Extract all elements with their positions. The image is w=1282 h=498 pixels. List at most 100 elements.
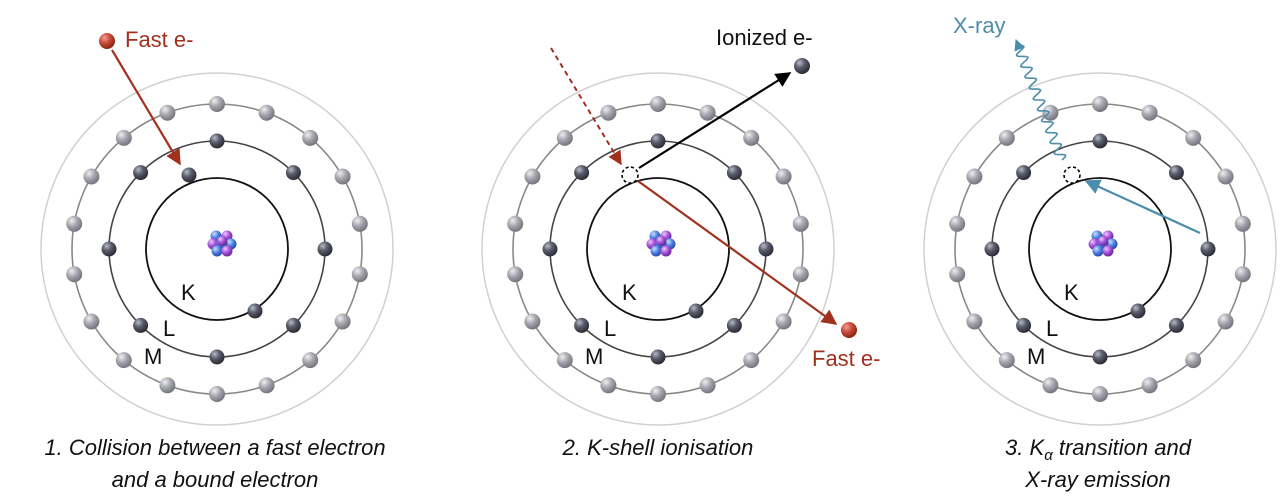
shell-electron: [792, 266, 809, 283]
shell-electron: [743, 129, 760, 146]
shell-electron: [334, 168, 351, 185]
panel-3: X-ray K L M 3. Kα transition and X-ray e…: [923, 13, 1277, 492]
shell-electron: [507, 215, 524, 232]
shell-electron: [1168, 165, 1184, 181]
caption-subscript: α: [1044, 447, 1053, 464]
shell-m-label: M: [585, 344, 603, 369]
shell-k-label: K: [181, 280, 196, 305]
shell-electron: [101, 241, 117, 257]
caption-suffix: transition and: [1053, 435, 1192, 460]
nucleus-icon: [207, 230, 237, 257]
shell-k-orbit: [1028, 177, 1172, 321]
shell-electron: [650, 386, 666, 402]
shell-electron: [650, 349, 666, 365]
shell-electron: [302, 129, 319, 146]
panel-2: Ionized e- Fast e- K L M 2. K-shell ioni…: [481, 25, 880, 460]
shell-k-orbit: [145, 177, 289, 321]
k-electron: [247, 303, 263, 319]
scattered-electron-label: Fast e-: [812, 346, 880, 371]
shell-electron: [574, 317, 590, 333]
m-shell-electrons: [507, 96, 809, 402]
incoming-electron-path: [550, 47, 622, 166]
incoming-electron-arrow: [111, 49, 181, 166]
caption-line-2: X-ray emission: [1024, 467, 1170, 492]
shell-electron: [334, 313, 351, 330]
shell-electron: [1168, 317, 1184, 333]
shell-m-label: M: [144, 344, 162, 369]
shell-k-orbit: [586, 177, 730, 321]
shell-electron: [83, 168, 100, 185]
shell-electron: [743, 352, 760, 369]
k-vacancy-icon: [621, 166, 639, 184]
shell-electron: [984, 241, 1000, 257]
shell-electron: [115, 352, 132, 369]
ionized-electron-arrow: [638, 72, 792, 169]
shell-l-label: L: [163, 316, 175, 341]
m-shell-electrons: [66, 96, 368, 402]
shell-electron: [574, 165, 590, 181]
xray-label: X-ray: [953, 13, 1006, 38]
shell-electron: [1200, 241, 1216, 257]
incoming-fast-electron: [99, 33, 115, 49]
shell-electron: [209, 133, 225, 149]
atom-boundary: [40, 72, 394, 426]
shell-electron: [1042, 377, 1059, 394]
k-electron: [688, 303, 704, 319]
nucleus-icon: [646, 230, 676, 257]
shell-electron: [1042, 104, 1059, 121]
ionized-electron: [794, 58, 810, 74]
shell-electron: [66, 266, 83, 283]
l-shell-electrons: [542, 133, 774, 365]
incoming-electron-label: Fast e-: [125, 27, 193, 52]
caption-line-1: 3. Kα transition and: [1005, 435, 1192, 464]
shell-electron: [209, 96, 225, 112]
panel-1: Fast e- K L M 1. Collision between a fas…: [40, 27, 394, 492]
shell-electron: [792, 215, 809, 232]
shell-electron: [159, 104, 176, 121]
shell-electron: [1092, 386, 1108, 402]
shell-electron: [1217, 313, 1234, 330]
shell-electron: [351, 215, 368, 232]
shell-electron: [1141, 377, 1158, 394]
shell-electron: [66, 215, 83, 232]
shell-electron: [699, 104, 716, 121]
ionized-electron-label: Ionized e-: [716, 25, 813, 50]
shell-electron: [998, 352, 1015, 369]
shell-electron: [949, 215, 966, 232]
caption-prefix: 3. K: [1005, 435, 1045, 460]
shell-electron: [317, 241, 333, 257]
shell-electron: [1016, 317, 1032, 333]
shell-electron: [1234, 266, 1251, 283]
m-shell-electrons: [949, 96, 1251, 402]
shell-electron: [1141, 104, 1158, 121]
shell-l-label: L: [1046, 316, 1058, 341]
atom-boundary: [481, 72, 835, 426]
nucleus-icon: [1088, 230, 1118, 257]
shell-electron: [775, 313, 792, 330]
shell-electron: [258, 377, 275, 394]
caption-line-2: and a bound electron: [112, 467, 319, 492]
shell-l-label: L: [604, 316, 616, 341]
shell-electron: [726, 165, 742, 181]
shell-electron: [209, 386, 225, 402]
shell-m-label: M: [1027, 344, 1045, 369]
scattered-electron-arrow: [637, 180, 838, 325]
shell-electron: [351, 266, 368, 283]
shell-k-label: K: [622, 280, 637, 305]
atom-boundary: [923, 72, 1277, 426]
l-shell-electrons: [984, 133, 1216, 365]
shell-electron: [302, 352, 319, 369]
shell-electron: [699, 377, 716, 394]
shell-electron: [1092, 133, 1108, 149]
shell-electron: [600, 377, 617, 394]
shell-electron: [524, 313, 541, 330]
shell-electron: [998, 129, 1015, 146]
xray-wave: [1014, 38, 1067, 161]
shell-electron: [650, 133, 666, 149]
shell-electron: [285, 165, 301, 181]
shell-electron: [1092, 96, 1108, 112]
shell-electron: [650, 96, 666, 112]
transition-arrow: [1084, 179, 1201, 235]
shell-k-label: K: [1064, 280, 1079, 305]
